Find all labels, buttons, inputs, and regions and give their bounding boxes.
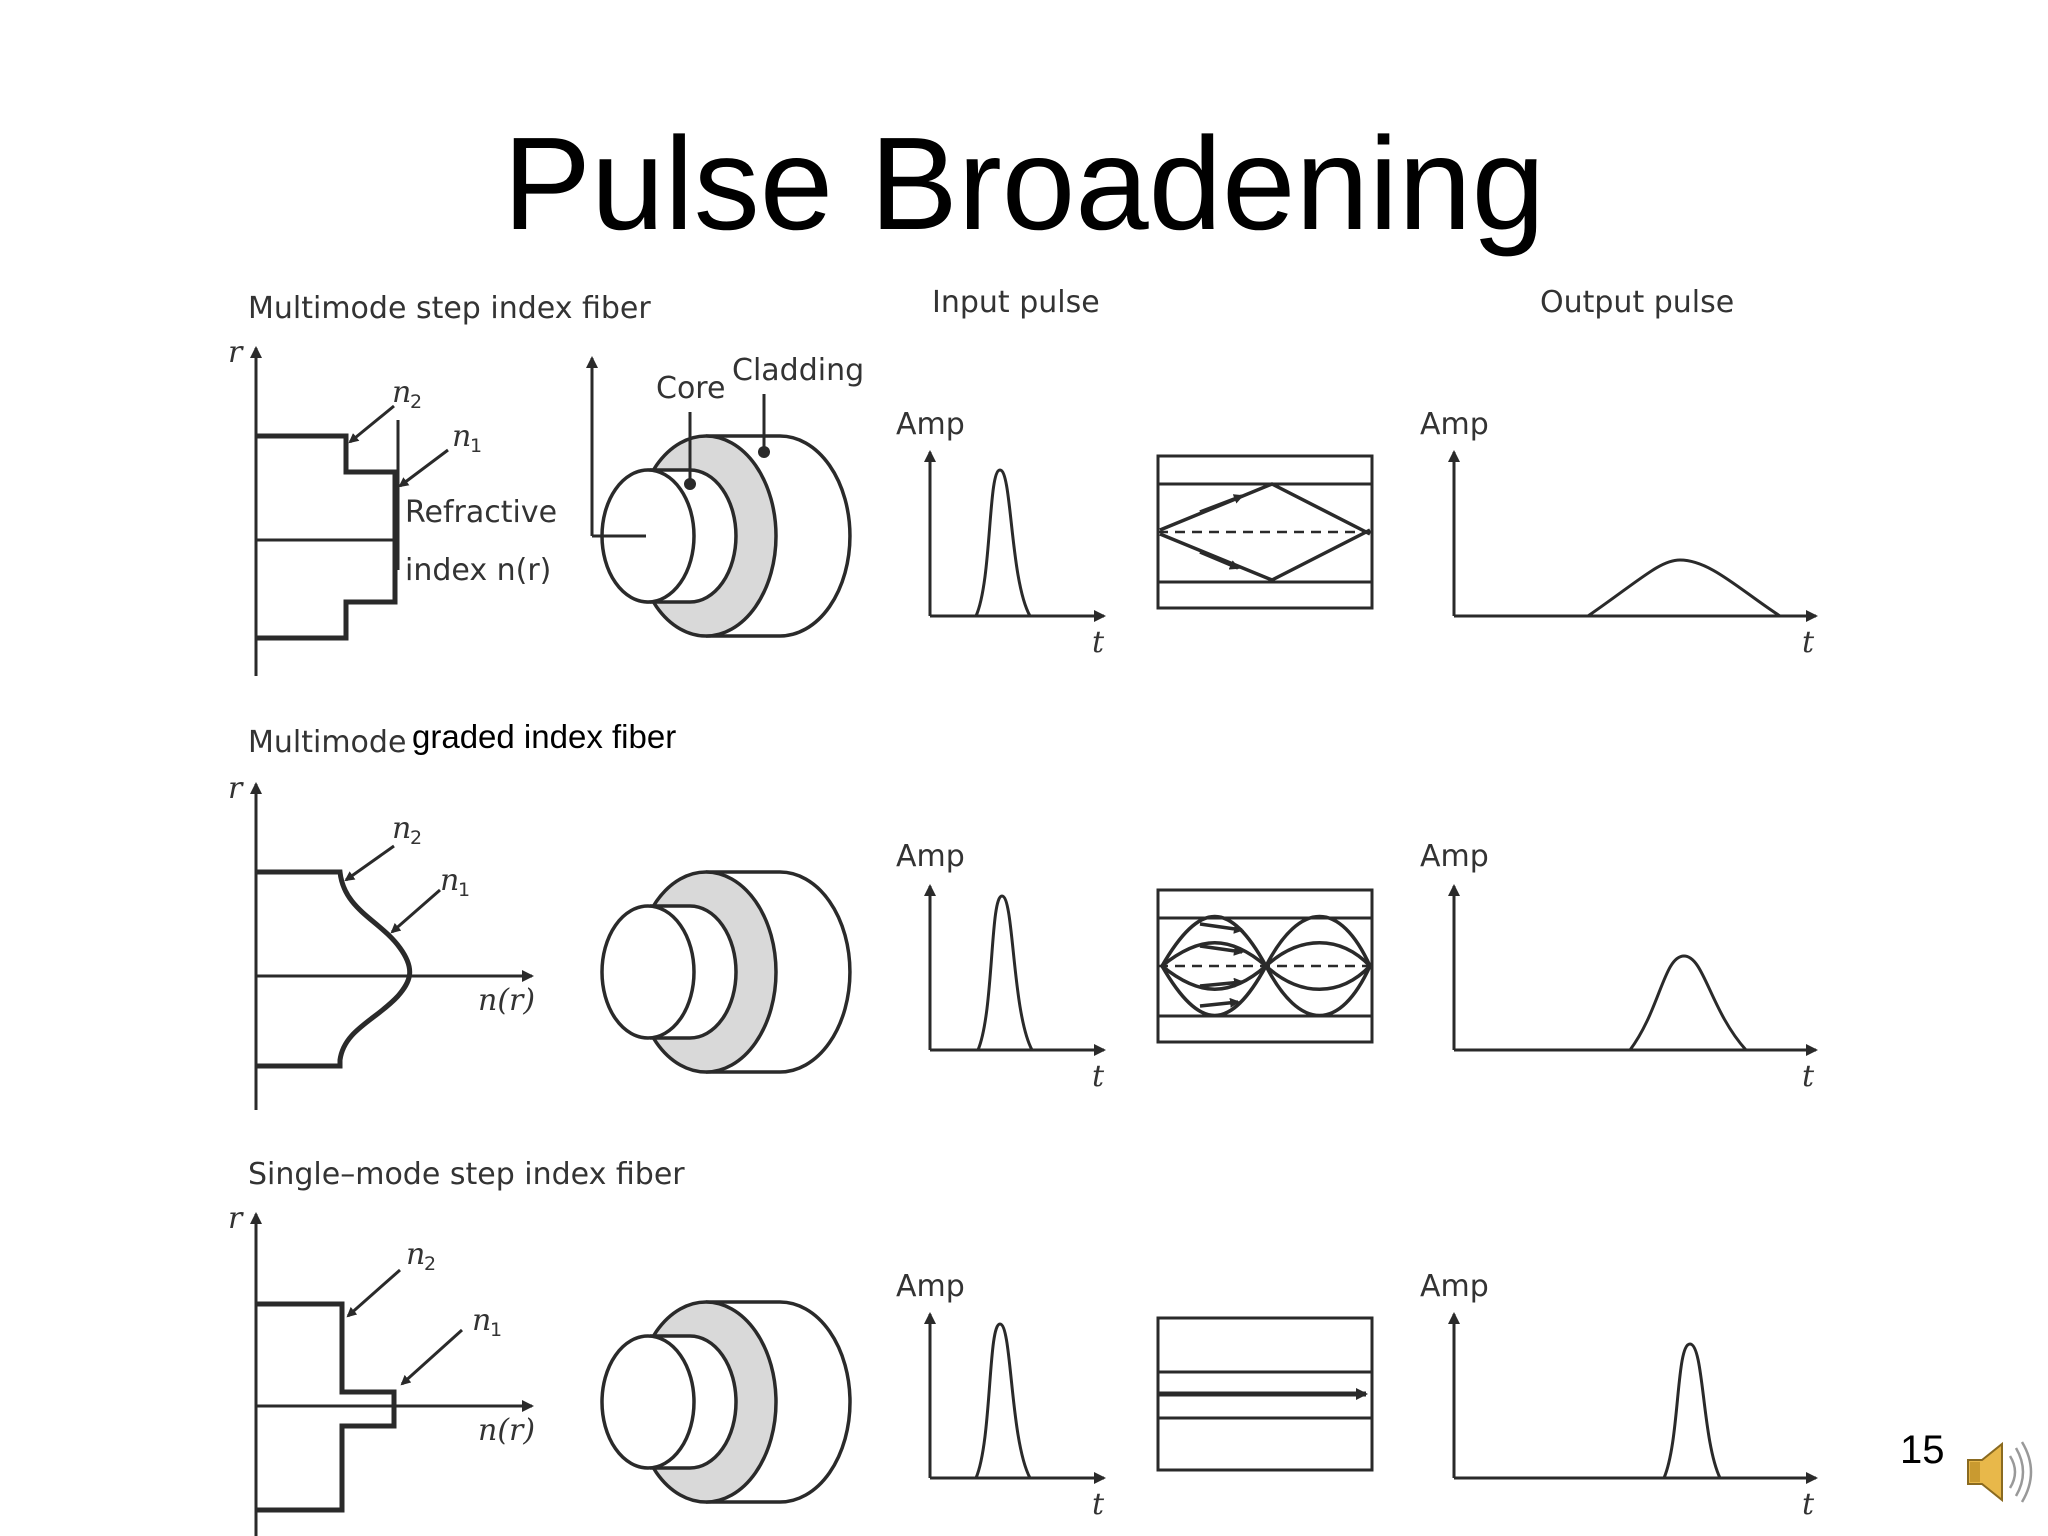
input-pulse-1: Amp t <box>896 407 1106 660</box>
profile-step-index: r n 2 n 1 Refractive index n(r) <box>228 335 557 676</box>
n2-subscript: 2 <box>410 827 422 849</box>
n2-label: n <box>406 1237 425 1272</box>
core-label: Core <box>656 371 725 406</box>
profile-single-mode: r n 2 n 1 n(r) <box>228 1201 535 1536</box>
n2-subscript: 2 <box>410 391 422 413</box>
t-label: t <box>1802 625 1815 660</box>
r-axis-label: r <box>228 1201 244 1236</box>
fiber-cross-section-3 <box>600 1300 852 1504</box>
row-single-mode-step: Single–mode step index fiber r n 2 n 1 n… <box>228 1157 1818 1536</box>
row-label-multimode-step: Multimode step index fiber <box>248 291 651 326</box>
graded-index-label: graded index fiber <box>412 718 677 755</box>
fiber-cross-section-1: Core Cladding <box>586 353 864 638</box>
input-pulse-2: Amp t <box>896 839 1106 1094</box>
amp-label: Amp <box>1420 407 1489 442</box>
nr-label: n(r) <box>478 1413 535 1448</box>
row-label-multimode-graded: Multimode <box>248 725 406 760</box>
row-multimode-graded: Multimode r n 2 n 1 n(r) <box>228 725 1818 1110</box>
row-multimode-step: Multimode step index fiber r n 2 n 1 Ref… <box>228 291 1818 676</box>
n1-label: n <box>452 419 471 454</box>
profile-graded-index: r n 2 n 1 n(r) <box>228 771 535 1110</box>
input-pulse-3: Amp t <box>896 1269 1106 1522</box>
r-axis-label: r <box>228 335 244 370</box>
t-label: t <box>1092 1059 1105 1094</box>
index-label: index n(r) <box>405 553 551 588</box>
output-pulse-header: Output pulse <box>1540 285 1734 320</box>
n1-label: n <box>472 1303 491 1338</box>
n2-label: n <box>392 375 411 410</box>
r-axis-label: r <box>228 771 244 806</box>
n1-subscript: 1 <box>458 879 470 901</box>
ray-diagram-2 <box>1156 888 1374 1044</box>
input-pulse-header: Input pulse <box>932 285 1100 320</box>
ray-diagram-1 <box>1156 454 1374 610</box>
n1-label: n <box>440 863 459 898</box>
output-pulse-3: Amp t <box>1420 1269 1818 1522</box>
output-pulse-2: Amp t <box>1420 839 1818 1094</box>
slide-title: Pulse Broadening <box>502 110 1546 257</box>
ray-diagram-3 <box>1156 1316 1374 1472</box>
n1-subscript: 1 <box>470 435 482 457</box>
amp-label: Amp <box>1420 839 1489 874</box>
cladding-label: Cladding <box>732 353 864 388</box>
amp-label: Amp <box>896 1269 965 1304</box>
speaker-icon[interactable] <box>1967 1441 2033 1503</box>
n1-subscript: 1 <box>490 1319 502 1341</box>
t-label: t <box>1092 1487 1105 1522</box>
output-pulse-1: Amp t <box>1420 407 1818 660</box>
n2-subscript: 2 <box>424 1253 436 1275</box>
fiber-cross-section-2 <box>600 870 852 1074</box>
n2-label: n <box>392 811 411 846</box>
refractive-label: Refractive <box>405 495 557 530</box>
t-label: t <box>1802 1059 1815 1094</box>
amp-label: Amp <box>1420 1269 1489 1304</box>
amp-label: Amp <box>896 407 965 442</box>
page-number: 15 <box>1900 1428 1945 1472</box>
amp-label: Amp <box>896 839 965 874</box>
nr-label: n(r) <box>478 983 535 1018</box>
t-label: t <box>1802 1487 1815 1522</box>
row-label-single-mode-step: Single–mode step index fiber <box>248 1157 685 1192</box>
t-label: t <box>1092 625 1105 660</box>
